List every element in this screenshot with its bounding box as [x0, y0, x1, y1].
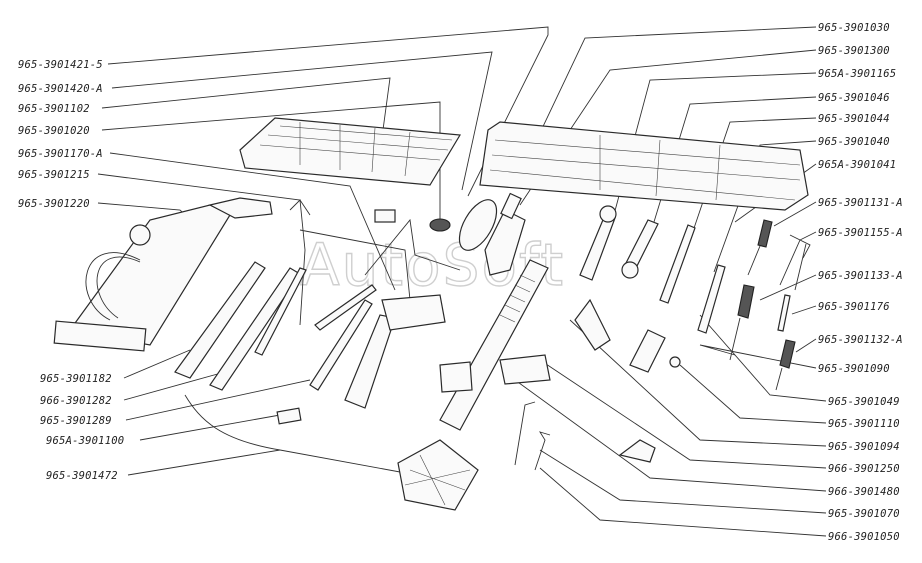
part-label: 966-3901250 — [828, 463, 900, 475]
spanner-small — [534, 431, 551, 471]
pliers — [779, 234, 811, 291]
part-label: 965-3901070 — [828, 508, 900, 520]
part-label: 966-3901282 — [40, 395, 112, 407]
part-label: 965-3901215 — [18, 169, 90, 181]
hook-wrench — [514, 401, 536, 466]
part-label: 965-3901182 — [40, 373, 112, 385]
tire-pump — [53, 197, 273, 352]
part-label: 965A-3901041 — [818, 159, 896, 171]
jack — [397, 259, 551, 511]
part-label: 965-3901133-A — [818, 270, 903, 282]
part-label: 965-3901040 — [818, 136, 890, 148]
socket-spanner — [574, 298, 681, 373]
part-label: 965-3901132-A — [818, 334, 903, 346]
labels-right: 965-3901030 965-3901300 965A-3901165 965… — [818, 22, 903, 543]
part-label: 965-3901420-A — [18, 83, 103, 95]
part-label: 965-3901300 — [818, 45, 890, 57]
part-label: 966-3901480 — [828, 486, 900, 498]
labels-left: 965-3901421-5 965-3901420-A 965-3901102 … — [18, 59, 124, 482]
part-label: 965A-3901165 — [818, 68, 896, 80]
tyre-gauge — [618, 439, 656, 463]
part-label: 966-3901050 — [828, 531, 900, 543]
part-label: 965-3901421-5 — [18, 59, 103, 71]
part-label: 965-3901094 — [828, 441, 900, 453]
crank-handle — [289, 199, 461, 326]
part-label: 965-3901049 — [828, 396, 900, 408]
part-label: 965-3901102 — [18, 103, 90, 115]
wrenches — [579, 205, 726, 334]
part-label: 965-3901110 — [828, 418, 900, 430]
tyre-levers — [174, 261, 307, 391]
grease-gun — [429, 192, 526, 276]
part-label: 965-3901020 — [18, 125, 90, 137]
part-label: 965-3901176 — [818, 301, 890, 313]
screwdrivers — [729, 219, 796, 391]
part-label: 965-3901289 — [40, 415, 112, 427]
part-label: 965-3901131-A — [818, 197, 903, 209]
bent-rod — [184, 394, 401, 473]
part-label: 965-3901030 — [818, 22, 890, 34]
part-label: 965-3901046 — [818, 92, 890, 104]
part-label: 965-3901090 — [818, 363, 890, 375]
rods — [309, 284, 377, 391]
tool-bag-roll — [239, 117, 462, 186]
part-label: 965-3901472 — [46, 470, 118, 482]
tool-bag-long — [479, 121, 809, 211]
part-label: 965-3901220 — [18, 198, 90, 210]
part-label: 965-3901155-A — [818, 227, 903, 239]
part-label: 965A-3901100 — [46, 435, 124, 447]
leader-lines — [97, 26, 827, 537]
hammer — [344, 294, 446, 409]
small-bush — [276, 407, 302, 425]
part-label: 965-3901044 — [818, 113, 890, 125]
part-label: 965-3901170-A — [18, 148, 103, 160]
